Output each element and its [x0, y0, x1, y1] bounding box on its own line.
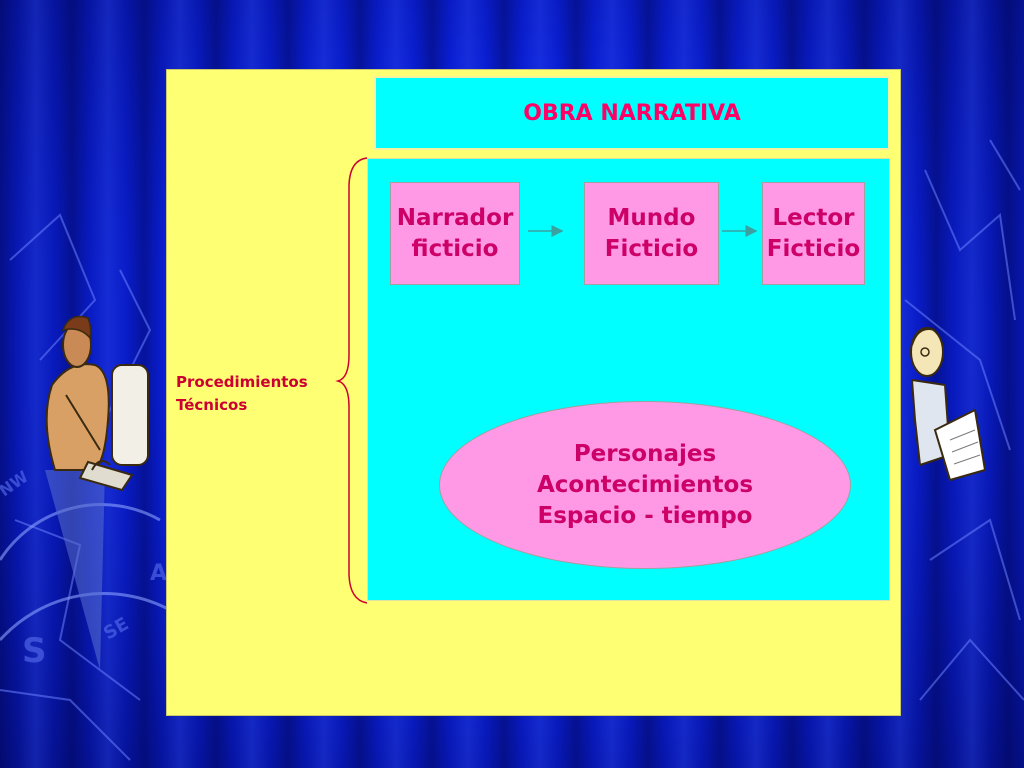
element-personajes: Personajes	[573, 440, 717, 467]
element-espacio-tiempo: Espacio - tiempo	[537, 502, 753, 529]
node-mundo-ficticio: Mundo Ficticio	[584, 182, 719, 285]
node-lector-ficticio: Lector Ficticio	[762, 182, 865, 285]
title-box: OBRA NARRATIVA	[374, 76, 890, 150]
side-label: Procedimientos Técnicos	[176, 371, 308, 417]
svg-text:SE: SE	[100, 614, 132, 645]
svg-text:NW: NW	[0, 467, 32, 501]
side-label-line2: Técnicos	[176, 396, 248, 414]
diagram-title: OBRA NARRATIVA	[523, 100, 741, 126]
side-label-line1: Procedimientos	[176, 373, 308, 391]
svg-text:A: A	[150, 561, 167, 586]
compass-s-glyph: S	[22, 631, 47, 671]
node-narrador-ficticio: Narrador ficticio	[390, 182, 520, 285]
elements-ellipse: Personajes Acontecimientos Espacio - tie…	[439, 401, 851, 569]
element-acontecimientos: Acontecimientos	[536, 471, 754, 498]
